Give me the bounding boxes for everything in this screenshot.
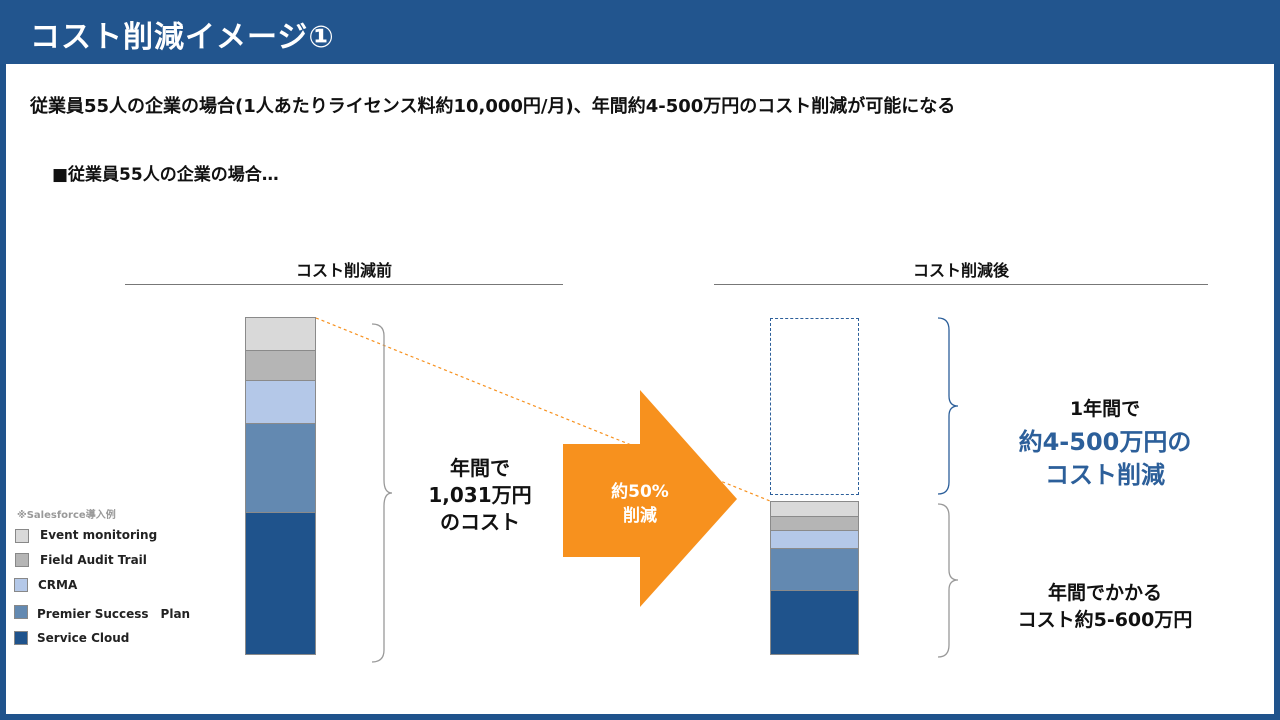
before-cost-label: 年間で 1,031万円 のコスト bbox=[420, 455, 540, 536]
after-cost-line1: 年間でかかる bbox=[1047, 582, 1162, 604]
after-cost-brace bbox=[937, 503, 959, 658]
saving-label: 1年間で 約4-500万円の コスト削減 bbox=[985, 393, 1225, 492]
lead-text: 従業員55人の企業の場合(1人あたりライセンス料約10,000円/月)、年間約4… bbox=[30, 96, 956, 117]
bar-segment-premier-success bbox=[245, 423, 316, 513]
arrow-label: 約50% 削減 bbox=[585, 480, 695, 528]
saving-line3: コスト削減 bbox=[1045, 461, 1165, 489]
legend-swatch bbox=[15, 553, 29, 567]
legend-label: CRMA bbox=[38, 578, 78, 592]
legend-swatch bbox=[14, 631, 28, 645]
subheading: ■従業員55人の企業の場合… bbox=[52, 165, 279, 185]
before-brace bbox=[371, 323, 393, 663]
legend-swatch bbox=[15, 529, 29, 543]
legend-note: ※Salesforce導入例 bbox=[17, 510, 116, 521]
before-heading: コスト削減前 bbox=[295, 261, 392, 280]
before-cost-amount: 1,031万円 bbox=[428, 483, 532, 507]
saving-line1: 1年間で bbox=[1069, 398, 1141, 420]
after-heading: コスト削減後 bbox=[912, 261, 1009, 280]
after-divider bbox=[714, 284, 1208, 285]
after-cost-label: 年間でかかる コスト約5-600万円 bbox=[985, 580, 1225, 634]
before-cost-line1: 年間で bbox=[450, 456, 510, 480]
legend-label: Premier Success Plan bbox=[37, 607, 191, 621]
legend-swatch bbox=[14, 605, 28, 619]
after-cost-amount: コスト約5-600万円 bbox=[1017, 609, 1193, 631]
legend-swatch bbox=[14, 578, 28, 592]
reduction-word: 削減 bbox=[623, 506, 657, 526]
legend-label: Event monitoring bbox=[40, 528, 158, 542]
slide-title: コスト削減イメージ① bbox=[30, 20, 335, 55]
bar-segment-service-cloud bbox=[245, 512, 316, 655]
legend-label: Field Audit Trail bbox=[40, 553, 147, 567]
reduced-cost-placeholder bbox=[770, 318, 859, 495]
reduction-arrow bbox=[563, 390, 737, 607]
before-divider bbox=[125, 284, 563, 285]
reduction-percent: 約50% bbox=[611, 482, 669, 502]
legend-label: Service Cloud bbox=[37, 631, 130, 645]
bar-segment-service-cloud bbox=[770, 590, 859, 655]
saving-amount: 約4-500万円の bbox=[1018, 428, 1192, 456]
before-cost-line3: のコスト bbox=[440, 510, 520, 534]
saving-brace bbox=[937, 317, 959, 495]
slide-header bbox=[0, 0, 1280, 64]
